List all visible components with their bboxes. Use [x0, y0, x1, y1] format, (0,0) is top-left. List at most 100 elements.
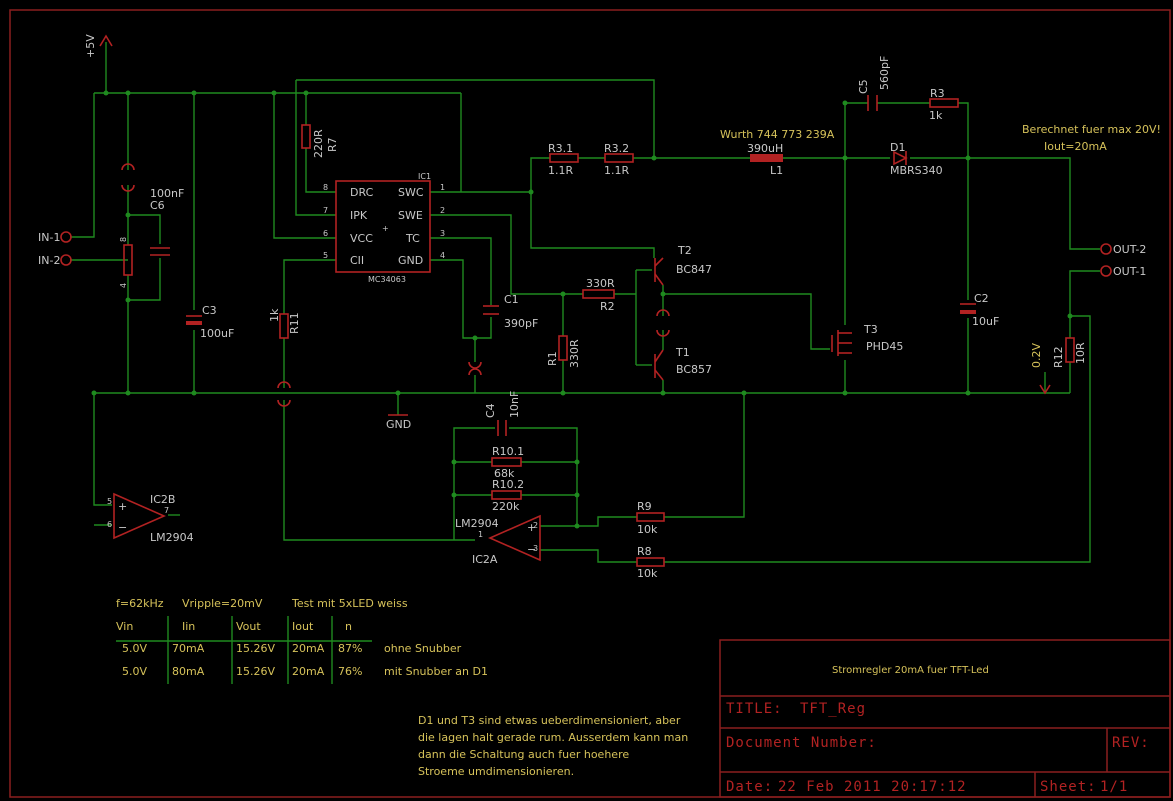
- connector-in1[interactable]: IN-1: [38, 231, 72, 244]
- c3-value: 100uF: [200, 327, 234, 340]
- resistor-r9[interactable]: R9 10k: [636, 500, 665, 536]
- d1-name: D1: [890, 141, 905, 154]
- r3-value: 1k: [929, 109, 943, 122]
- ic1-pin-tc: TC: [405, 232, 420, 245]
- resistor-r10-1[interactable]: R10.1 68k: [491, 445, 524, 480]
- r101-value: 68k: [494, 467, 515, 480]
- ic1-mc34063[interactable]: DRC IPK VCC CII SWC SWE TC GND 8 7 6 5 1…: [323, 172, 445, 284]
- t2-name: T2: [677, 244, 692, 257]
- resistor-r10-2[interactable]: R10.2 220k: [491, 478, 524, 513]
- r7-name: R7: [326, 137, 339, 152]
- vcc-label: +5V: [84, 34, 97, 58]
- ic1-pin-drc: DRC: [350, 186, 374, 199]
- vcc-symbol[interactable]: +5V: [84, 34, 113, 58]
- r12-value: 10R: [1074, 342, 1087, 364]
- r1-value: 330R: [568, 339, 581, 368]
- resistor-r11[interactable]: 1k R11: [268, 308, 301, 339]
- svg-text:5: 5: [107, 497, 112, 506]
- gnd-label: GND: [386, 418, 411, 431]
- table-cell: 5.0V: [122, 642, 147, 655]
- ic1-origin: +: [382, 224, 389, 233]
- table-cell: 80mA: [172, 665, 205, 678]
- nets[interactable]: [70, 42, 1100, 563]
- connector-in2[interactable]: IN-2: [38, 254, 72, 267]
- r3-name: R3: [930, 87, 945, 100]
- sheet-label: Sheet:: [1040, 779, 1097, 795]
- connector-out1[interactable]: OUT-1: [1100, 265, 1146, 278]
- sheet-frame: [9, 9, 1171, 798]
- remark-note: D1 und T3 sind etwas ueberdimensioniert,…: [418, 714, 688, 778]
- date-value: 22 Feb 2011 20:17:12: [778, 779, 967, 795]
- ic1-pinnum: 8: [323, 183, 328, 192]
- r102-name: R10.2: [492, 478, 524, 491]
- opamp-ic2b[interactable]: + − 5 6 7 IC2B LM2904: [107, 492, 194, 544]
- date-label: Date:: [726, 779, 773, 795]
- r7-value: 220R: [312, 129, 325, 158]
- r2-value: 330R: [586, 277, 615, 290]
- title-label: TITLE:: [726, 701, 783, 717]
- table-header: n: [345, 620, 352, 633]
- r11-value: 1k: [268, 308, 281, 322]
- resistor-r3-1[interactable]: R3.1 1.1R: [548, 142, 579, 177]
- svg-text:7: 7: [164, 506, 169, 515]
- cap-c5[interactable]: C5 560pF: [857, 56, 891, 111]
- c6-value: 100nF: [150, 187, 184, 200]
- r101-name: R10.1: [492, 445, 524, 458]
- ic1-pinnum: 6: [323, 229, 328, 238]
- ripple-note: Vripple=20mV: [182, 597, 263, 610]
- cap-c2[interactable]: C2 10uF: [960, 292, 999, 328]
- resistor-r2[interactable]: 330R R2: [582, 277, 615, 313]
- r32-value: 1.1R: [604, 164, 629, 177]
- r1-name: R1: [546, 351, 559, 366]
- resistor-r8[interactable]: R8 10k: [636, 545, 665, 580]
- ic1-pinnum: 5: [323, 251, 328, 260]
- svg-text:1: 1: [478, 530, 483, 539]
- table-row-note: ohne Snubber: [384, 642, 462, 655]
- table-cell: 76%: [338, 665, 362, 678]
- resistor-r3[interactable]: R3 1k: [929, 87, 959, 122]
- transistor-t2[interactable]: T2 BC847: [654, 244, 712, 286]
- ic1-pin-vcc: VCC: [350, 232, 373, 245]
- opamp-ic2a[interactable]: + − 1 2 3 LM2904 IC2A: [455, 514, 541, 566]
- inductor-l1[interactable]: Wurth 744 773 239A 390uH L1: [720, 128, 835, 177]
- l1-name: L1: [770, 164, 783, 177]
- r32-name: R3.2: [604, 142, 629, 155]
- connector-out2[interactable]: OUT-2: [1100, 243, 1146, 256]
- resistor-r7[interactable]: 220R R7: [301, 124, 339, 158]
- ic2-power-pins[interactable]: 8 4: [119, 163, 135, 288]
- resistor-r3-2[interactable]: R3.2 1.1R: [604, 142, 634, 177]
- r31-name: R3.1: [548, 142, 573, 155]
- title-value: TFT_Reg: [800, 701, 866, 717]
- ic2a-minus: −: [527, 543, 536, 556]
- resistor-r12[interactable]: R12 10R: [1052, 337, 1087, 368]
- cap-c3[interactable]: C3 100uF: [186, 304, 234, 340]
- ic1-pin-gnd: GND: [398, 254, 423, 267]
- remark-line: die lagen halt gerade rum. Ausserdem kan…: [418, 731, 688, 744]
- cap-c6[interactable]: 100nF C6: [150, 187, 184, 256]
- r12-name: R12: [1052, 346, 1065, 368]
- ic1-pinnum: 4: [440, 251, 445, 260]
- ic2a-name: IC2A: [472, 553, 498, 566]
- table-cell: 15.26V: [236, 665, 275, 678]
- cap-c1[interactable]: C1 390pF: [483, 293, 538, 330]
- test-note: Test mit 5xLED weiss: [291, 597, 408, 610]
- ic1-pin-ipk: IPK: [350, 209, 368, 222]
- ic2b-plus: +: [118, 500, 127, 513]
- ic2b-name: IC2B: [150, 493, 175, 506]
- transistor-t1[interactable]: T1 BC857: [654, 346, 712, 381]
- svg-text:6: 6: [107, 520, 112, 529]
- cap-c4[interactable]: C4 10nF: [484, 391, 521, 436]
- in1-label: IN-1: [38, 231, 60, 244]
- remark-line: D1 und T3 sind etwas ueberdimensioniert,…: [418, 714, 681, 727]
- sense-voltage-marker[interactable]: 0.2V: [1030, 343, 1051, 395]
- measurement-table: f=62kHz Vripple=20mV Test mit 5xLED weis…: [116, 597, 488, 684]
- design-note: Berechnet fuer max 20V!: [1022, 123, 1161, 136]
- table-header: Iin: [182, 620, 195, 633]
- diode-d1[interactable]: D1 MBRS340: [890, 141, 943, 177]
- gnd-symbol[interactable]: GND: [386, 414, 411, 431]
- mosfet-t3[interactable]: T3 PHD45: [831, 323, 903, 356]
- ic2b-value: LM2904: [150, 531, 194, 544]
- table-row-note: mit Snubber an D1: [384, 665, 488, 678]
- resistor-r1[interactable]: R1 330R: [546, 335, 581, 368]
